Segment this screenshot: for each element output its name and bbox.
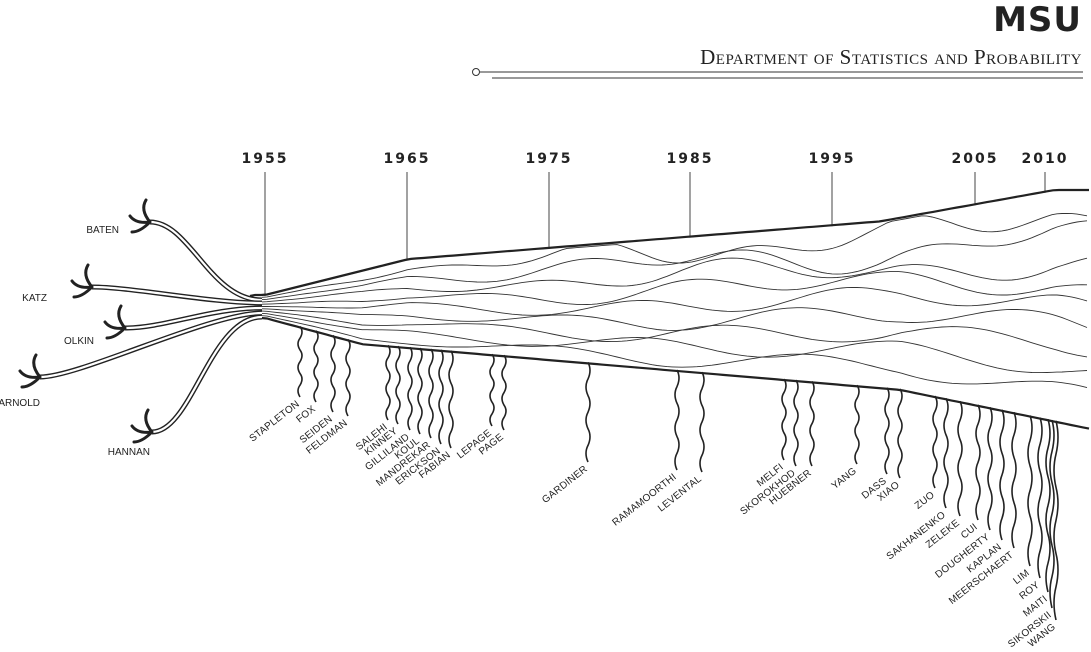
trunk-strand <box>262 271 1087 304</box>
faculty-name: STAPLETON <box>248 399 302 445</box>
trunk-top-edge <box>250 190 1089 296</box>
branch-line <box>958 401 962 516</box>
branch-levental: LEVENTAL <box>656 372 704 514</box>
branch-line <box>396 346 400 424</box>
faculty-name: ZUO <box>913 490 937 512</box>
year-label: 1975 <box>526 151 573 167</box>
year-label: 1985 <box>667 151 714 167</box>
trunk-strand <box>262 316 1087 388</box>
branch-line <box>449 351 453 448</box>
branch-line <box>314 331 318 402</box>
trunk-bottom-edge <box>250 318 1089 429</box>
branch-line <box>944 398 948 508</box>
branch-line <box>782 379 786 460</box>
branch-line <box>490 354 494 426</box>
branch-meerschaert: MEERSCHAERT <box>947 412 1016 607</box>
branch-stapleton: STAPLETON <box>248 326 302 444</box>
branch-line <box>386 345 390 420</box>
branch-line <box>418 348 422 434</box>
branch-line <box>298 326 302 397</box>
branch-lim: LIM <box>1011 416 1032 587</box>
department-title: Department of Statistics and Probability <box>700 45 1082 69</box>
branch-line <box>988 407 992 530</box>
branch-zuo: ZUO <box>913 396 937 512</box>
branch-line <box>700 372 704 472</box>
branch-line <box>429 349 433 438</box>
timeline-years: 1955 1965 1975 1985 1995 2005 2010 <box>242 151 1069 296</box>
branch-dass: DASS <box>860 388 889 502</box>
founder-baten: BATEN <box>86 200 262 300</box>
founder-label: HANNAN <box>108 447 150 458</box>
branch-melfi: MELFI <box>755 379 786 489</box>
founder-label: OLKIN <box>64 336 94 347</box>
founder-roots: BATEN KATZ OLKIN ARNOLD HANNAN <box>0 200 262 458</box>
trunk-strand <box>262 221 1087 300</box>
branch-line <box>885 388 889 474</box>
branch-line <box>675 370 679 470</box>
branch-line <box>1046 419 1050 592</box>
year-label: 1955 <box>242 151 289 167</box>
founder-label: ARNOLD <box>0 398 40 409</box>
branch-line <box>1038 418 1042 578</box>
branch-cui: CUI <box>959 405 980 541</box>
branch-line <box>1050 420 1054 608</box>
branch-line <box>346 339 350 416</box>
logo-text: MSU <box>993 0 1082 40</box>
header-rule <box>473 69 1084 79</box>
trunk-strand <box>262 287 1087 315</box>
branch-line <box>794 380 798 466</box>
branch-line <box>1028 416 1032 566</box>
year-label: 2005 <box>952 151 999 167</box>
founder-label: BATEN <box>86 225 119 236</box>
faculty-name: GARDINER <box>540 464 590 506</box>
branch-line <box>855 385 859 464</box>
branch-line <box>502 355 506 430</box>
branch-line <box>1054 421 1058 620</box>
year-label: 1995 <box>809 151 856 167</box>
faculty-name: YANG <box>830 466 859 492</box>
branch-line <box>1012 412 1016 548</box>
year-label: 1965 <box>384 151 431 167</box>
branch-gardiner: GARDINER <box>540 362 590 505</box>
branch-line <box>810 381 814 466</box>
founder-hannan: HANNAN <box>108 317 262 458</box>
branch-line <box>976 405 980 520</box>
branch-line <box>933 396 937 488</box>
founder-label: KATZ <box>22 293 47 304</box>
branch-line <box>586 362 590 462</box>
tree-trunk <box>250 190 1089 429</box>
trunk-strand <box>262 311 1087 357</box>
year-label: 2010 <box>1022 151 1069 167</box>
branch-line <box>331 335 335 412</box>
branch-line <box>439 350 443 444</box>
header: MSU Department of Statistics and Probabi… <box>473 0 1084 78</box>
branch-yang: YANG <box>830 385 859 492</box>
branch-line <box>898 389 902 478</box>
trunk-strand <box>262 213 1087 297</box>
branch-line <box>1000 410 1004 540</box>
branch-line <box>408 347 412 430</box>
